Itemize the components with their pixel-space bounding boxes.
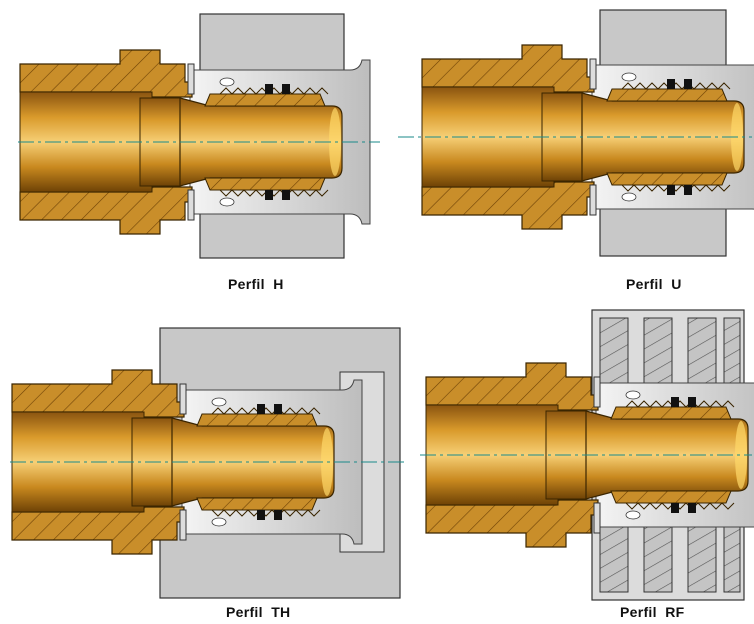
- caption-profile-u: Perfil U: [626, 276, 682, 292]
- caption-profile-th: Perfil TH: [226, 604, 291, 620]
- profile-th-drawing: [10, 327, 408, 599]
- profile-h-drawing: [18, 13, 380, 259]
- caption-profile-rf: Perfil RF: [620, 604, 685, 620]
- profile-rf-drawing: [420, 309, 754, 601]
- caption-profile-h: Perfil H: [228, 276, 284, 292]
- profile-u-drawing: [398, 9, 754, 257]
